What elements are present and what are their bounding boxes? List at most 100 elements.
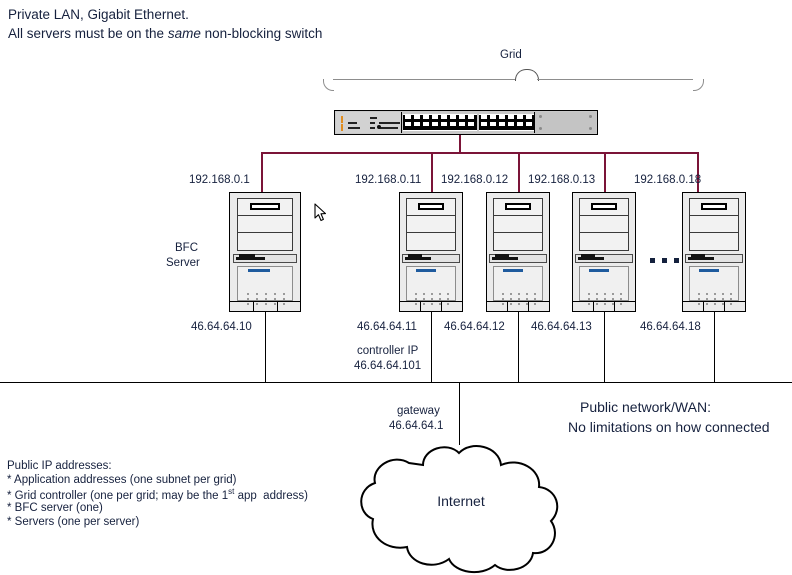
tower-bay: [237, 199, 293, 216]
switch-port-row: [403, 122, 477, 130]
tower-bay: [238, 233, 292, 250]
gateway-line: [459, 382, 460, 445]
legend-item-controller: * Grid controller (one per grid; may be …: [7, 487, 308, 504]
public-network-line-2: No limitations on how connected: [568, 419, 770, 435]
tower-base: [229, 301, 301, 312]
legend-item-0: * Application addresses (one subnet per …: [7, 474, 237, 486]
optical-drive-icon: [590, 202, 618, 211]
ethernet-switch[interactable]: [334, 110, 598, 135]
floppy-drive-icon: [232, 254, 298, 263]
brace-left-bar: [333, 79, 515, 80]
tower-base: [682, 301, 746, 312]
switch-print: [370, 127, 375, 129]
brace-center-tip: [515, 69, 539, 81]
mouse-cursor-icon: [314, 203, 327, 227]
switch-front-panel: [336, 112, 402, 133]
tower-drive-bays: [406, 198, 456, 251]
power-led-icon: [415, 268, 436, 272]
tower-bay: [494, 233, 542, 250]
cable-drop-5: [697, 152, 699, 200]
cable-drop-1: [261, 152, 263, 200]
tower-front-panel: [493, 266, 543, 305]
tower-base: [572, 301, 636, 312]
internet-cloud[interactable]: Internet: [355, 443, 567, 575]
bfc-server-label-line1: BFC: [175, 242, 198, 254]
internet-label: Internet: [437, 493, 485, 509]
tower-drive-bays: [579, 198, 629, 251]
tower-bay: [494, 216, 542, 233]
tower-front-panel: [236, 266, 294, 305]
header-line-2-post: non-blocking switch: [200, 26, 323, 41]
legend-item-1: * BFC server (one): [7, 502, 103, 514]
switch-print: [348, 127, 360, 129]
public-ip-label-4: 46.64.64.13: [531, 321, 592, 333]
public-line-2: [431, 312, 432, 382]
optical-drive-icon: [249, 202, 281, 211]
private-ip-label-2: 192.168.0.11: [355, 174, 422, 186]
power-led-icon: [247, 268, 271, 272]
cable-drop-4: [604, 152, 606, 200]
servers-ellipsis: [650, 258, 690, 266]
header-line-2-pre: All servers must be on the: [8, 26, 168, 41]
switch-led: [341, 124, 343, 131]
floppy-drive-icon: [489, 254, 547, 263]
gateway-ip: 46.64.64.1: [389, 420, 444, 432]
tower-base: [399, 301, 463, 312]
legend-title: Public IP addresses:: [7, 460, 112, 472]
tower-bay: [580, 233, 628, 250]
public-ip-label-2: 46.64.64.11: [357, 321, 417, 333]
tower-bay: [237, 216, 293, 233]
grid-label: Grid: [500, 49, 522, 61]
switch-print: [348, 122, 357, 124]
tower-drive-bays: [493, 198, 543, 251]
optical-drive-icon: [700, 202, 728, 211]
public-line-1: [265, 312, 266, 382]
public-line-3: [518, 312, 519, 382]
tower-bay: [690, 199, 738, 216]
tower-bay: [407, 199, 455, 216]
server-tower-5[interactable]: [682, 192, 746, 312]
optical-drive-icon: [417, 202, 445, 211]
private-ip-label-4: 192.168.0.13: [528, 174, 596, 186]
private-ip-label-3: 192.168.0.12: [441, 174, 509, 186]
grid-brace: [323, 68, 704, 92]
tower-bay: [690, 233, 738, 250]
switch-print: [379, 127, 398, 129]
public-network-backbone: [0, 382, 792, 383]
vent-grille-icon: [587, 292, 622, 305]
server-tower-4[interactable]: [572, 192, 636, 312]
cable-drop-2: [431, 152, 433, 200]
switch-port-row: [403, 115, 477, 123]
vent-grille-icon: [501, 292, 536, 305]
public-network-line-1: Public network/WAN:: [580, 399, 711, 415]
legend-controller-sup: st: [228, 487, 235, 496]
switch-print: [370, 117, 377, 119]
tower-front-panel: [579, 266, 629, 305]
floppy-drive-icon: [575, 254, 633, 263]
private-ip-label-1: 192.168.0.1: [189, 174, 250, 186]
tower-bay: [494, 199, 542, 216]
header-line-2: All servers must be on the same non-bloc…: [8, 26, 322, 43]
tower-bay: [407, 233, 455, 250]
server-tower-bfc[interactable]: [229, 192, 301, 312]
tower-front-panel: [406, 266, 456, 305]
switch-blank-panel: [534, 112, 596, 133]
server-tower-2[interactable]: [399, 192, 463, 312]
brace-right-tip: [693, 79, 704, 91]
header-line-1: Private LAN, Gigabit Ethernet.: [8, 7, 189, 22]
tower-bay: [580, 199, 628, 216]
legend-item-2: * Servers (one per server): [7, 516, 140, 528]
switch-button: [377, 125, 381, 129]
floppy-drive-icon: [402, 254, 460, 263]
public-ip-label-5: 46.64.64.18: [640, 321, 701, 333]
tower-drive-bays: [689, 198, 739, 251]
server-tower-3[interactable]: [486, 192, 550, 312]
tower-front-panel: [689, 266, 739, 305]
legend-controller-pre: * Grid controller (one per grid; may be …: [7, 489, 229, 502]
public-ip-label-1: 46.64.64.10: [191, 321, 252, 333]
legend-controller-post: app address): [234, 489, 308, 502]
cable-drop-3: [518, 152, 520, 200]
brace-right-bar: [537, 79, 693, 80]
switch-print: [379, 122, 400, 124]
tower-bay: [580, 216, 628, 233]
